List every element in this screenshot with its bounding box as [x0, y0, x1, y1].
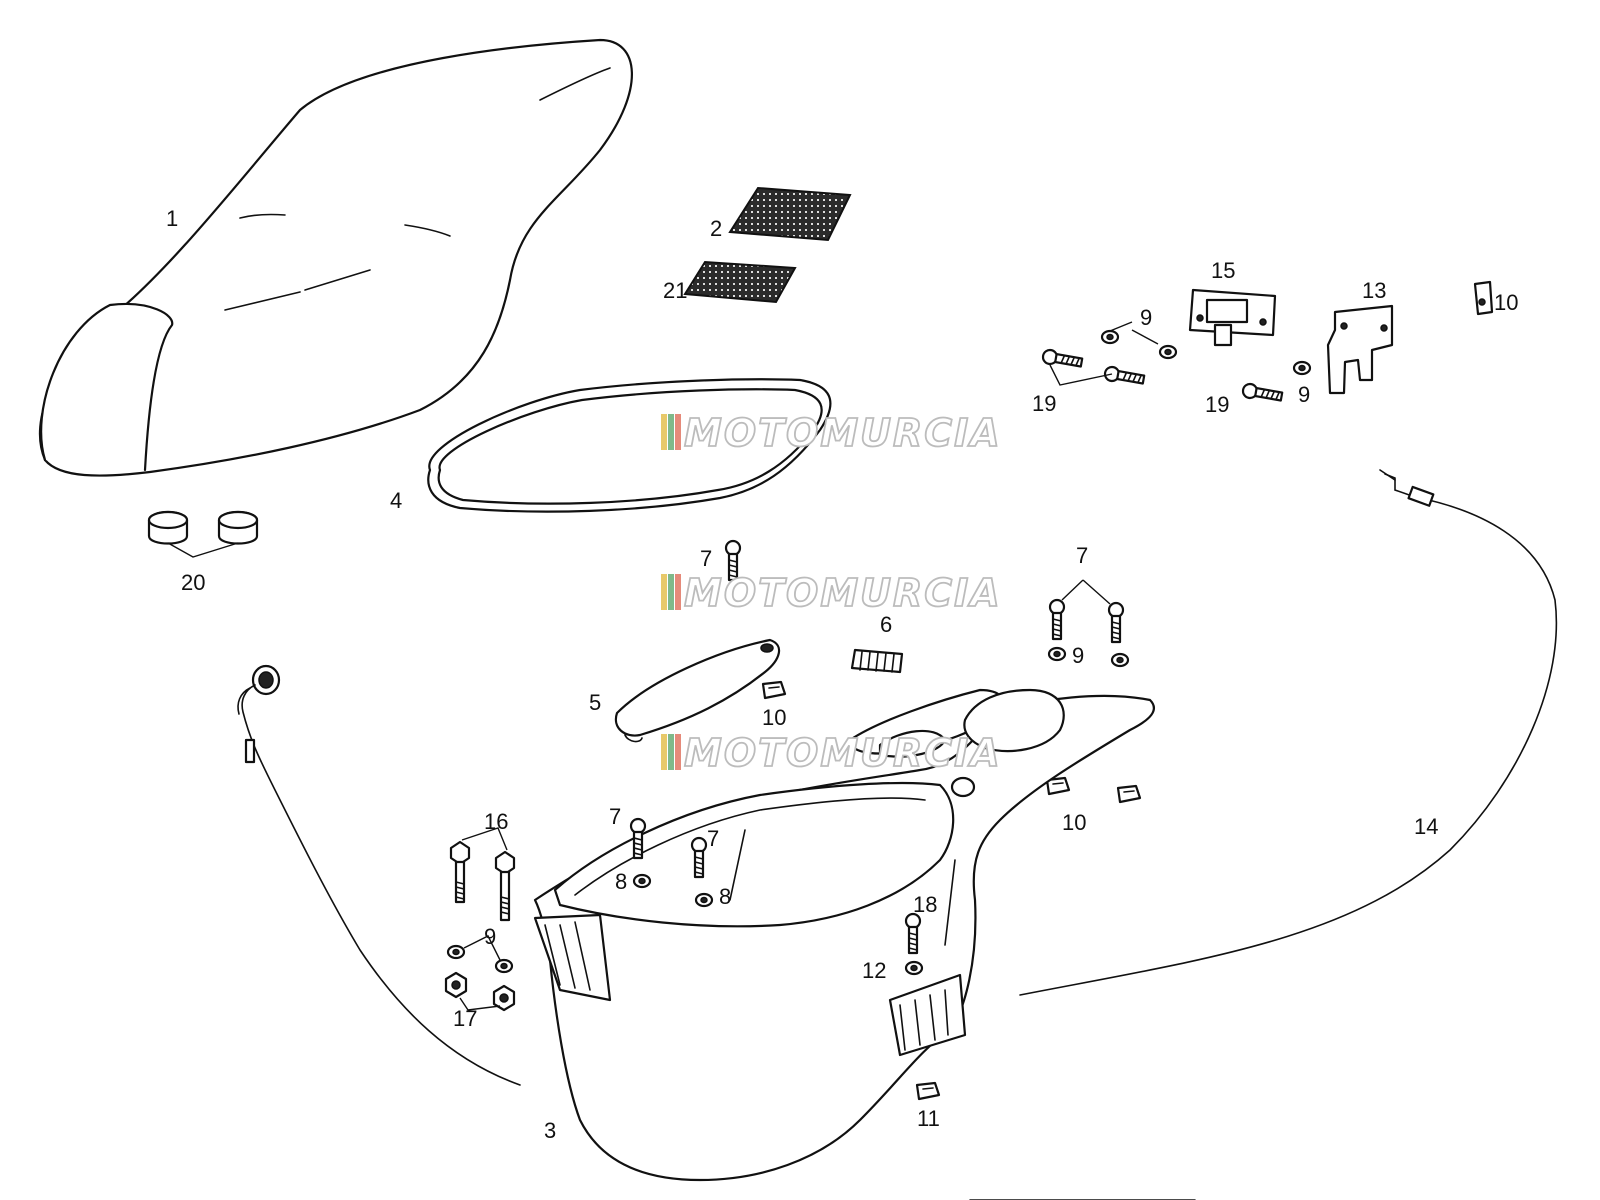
watermark-top: MOTOMURCIA: [661, 410, 1002, 456]
bracket: [1326, 304, 1394, 395]
bracket-icon: [1326, 304, 1394, 395]
clip-icon: [1473, 280, 1494, 316]
seat: [38, 38, 633, 477]
seat-caps: [147, 510, 259, 558]
callout-9c: 9: [1072, 643, 1084, 668]
svg-text:MOTOMURCIA: MOTOMURCIA: [684, 571, 1002, 615]
callout-19a: 19: [1032, 391, 1056, 416]
svg-text:MOTOMURCIA: MOTOMURCIA: [684, 411, 1002, 455]
callout-10a: 10: [1494, 290, 1518, 315]
storage-box: [533, 688, 1155, 1182]
callout-5: 5: [589, 690, 601, 715]
callout-7d: 7: [707, 826, 719, 851]
latch: [1188, 288, 1277, 347]
callout-15: 15: [1211, 258, 1235, 283]
left-cable: [237, 664, 521, 1086]
callout-9b: 9: [1298, 382, 1310, 407]
sticker: [728, 186, 852, 242]
callout-7a: 7: [1076, 543, 1088, 568]
clip-bottom: [915, 1081, 941, 1101]
seat-release-cable: [1019, 469, 1558, 996]
callout-10b: 10: [762, 705, 786, 730]
storage-box-icon: [533, 694, 1155, 1182]
seal-icon: [683, 260, 797, 304]
sticker-icon: [728, 186, 852, 242]
callout-21: 21: [663, 278, 687, 303]
callout-19b: 19: [1205, 392, 1229, 417]
latch-screws: [1040, 347, 1284, 405]
svg-text:MOTOMURCIA: MOTOMURCIA: [684, 731, 1002, 775]
callout-7b: 7: [700, 546, 712, 571]
latch-washers: [1100, 321, 1312, 376]
washer-icon: [1100, 329, 1120, 345]
cover-icon: [614, 638, 781, 737]
seal: [683, 260, 797, 304]
callout-16: 16: [484, 809, 508, 834]
callout-11: 11: [917, 1106, 940, 1131]
seat-icon: [38, 38, 633, 477]
callout-4: 4: [390, 488, 402, 513]
callout-18: 18: [913, 892, 937, 917]
callout-1: 1: [166, 206, 178, 231]
cable-icon: [1019, 473, 1558, 996]
watermark-bottom: MOTOMURCIA: [661, 730, 1002, 776]
callout-6: 6: [880, 612, 892, 637]
gasket: [427, 378, 832, 513]
bolts: [444, 827, 516, 1012]
callout-20: 20: [181, 570, 205, 595]
callout-14: 14: [1414, 814, 1438, 839]
callout-8a: 8: [615, 869, 627, 894]
callout-9a: 9: [1140, 305, 1152, 330]
cap-icon: [147, 510, 189, 545]
callout-7c: 7: [609, 804, 621, 829]
watermark-middle: MOTOMURCIA: [661, 570, 1002, 616]
clip-right-b: [1116, 784, 1142, 804]
callout-13: 13: [1362, 278, 1386, 303]
callout-2: 2: [710, 216, 722, 241]
callout-9d: 9: [484, 924, 496, 949]
clip-middle: [761, 680, 787, 700]
callout-17: 17: [453, 1006, 477, 1031]
callout-3: 3: [544, 1118, 556, 1143]
cover: [614, 638, 781, 743]
callout-12: 12: [862, 958, 886, 983]
callouts: 1 2 21 4 20 15 13 10 9 9 19 19 9 7 7 6 5…: [166, 206, 1518, 1143]
callout-10c: 10: [1062, 810, 1086, 835]
rubber-grip: [850, 648, 904, 674]
clip-top-right: [1473, 280, 1494, 316]
callout-8b: 8: [719, 884, 731, 909]
